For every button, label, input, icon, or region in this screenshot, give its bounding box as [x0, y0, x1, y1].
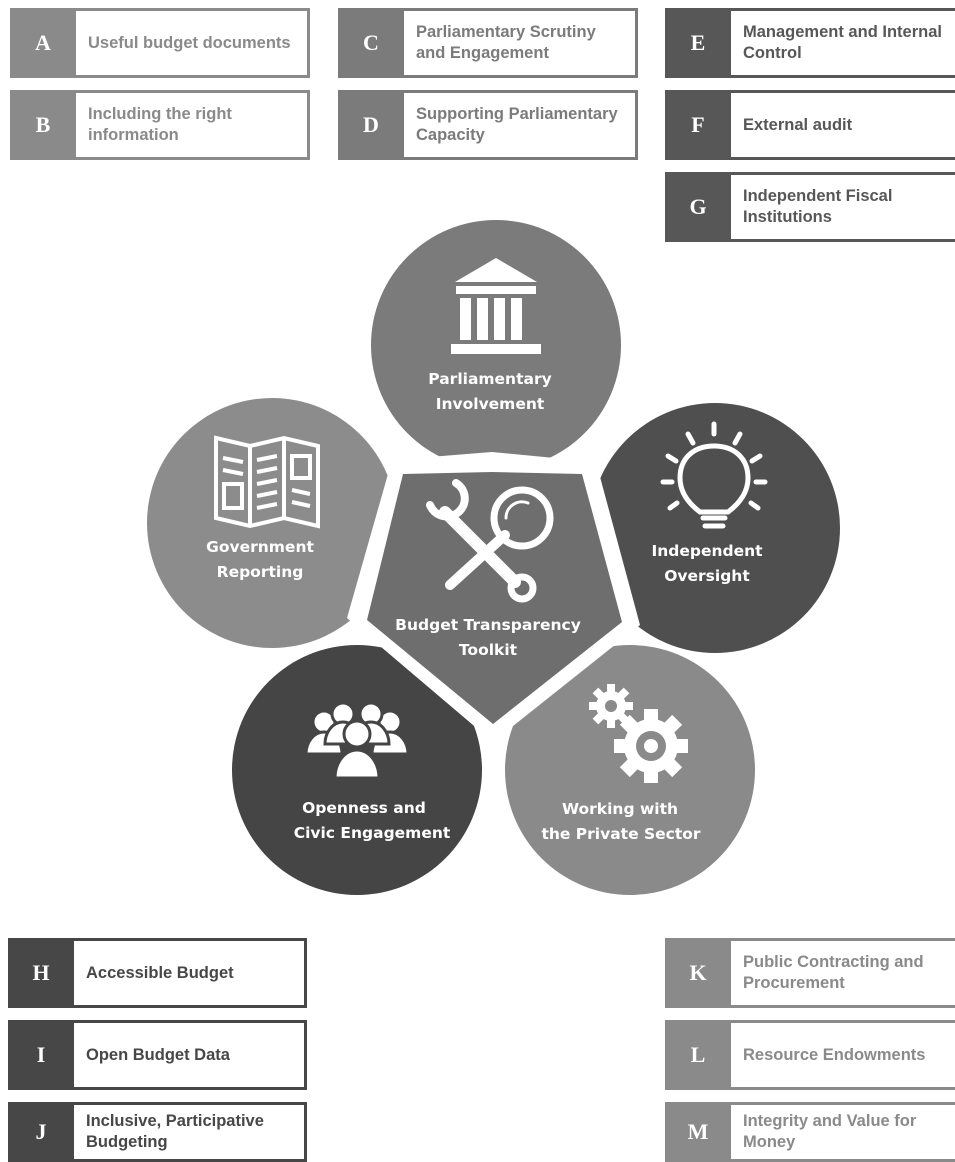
circle-top-line2: Involvement: [436, 395, 545, 413]
gears-icon: [589, 684, 688, 783]
box-d-label: Supporting Parliamentary Capacity: [416, 105, 618, 144]
box-a: A Useful budget documents: [10, 8, 310, 78]
box-g: G Independent Fiscal Institutions: [665, 172, 955, 242]
box-e-letter: E: [665, 8, 731, 78]
circle-br-line1: Working with: [562, 800, 678, 818]
center-line1: Budget Transparency: [395, 616, 581, 634]
box-j-letter: J: [8, 1102, 74, 1162]
parliament-building-icon: [451, 258, 541, 354]
circle-government-reporting: [147, 398, 397, 648]
box-c: C Parliamentary Scrutiny and Engagement: [338, 8, 638, 78]
box-k-letter: K: [665, 938, 731, 1008]
brochure-icon: [214, 435, 320, 529]
box-i-label: Open Budget Data: [86, 1045, 230, 1064]
center-line2: Toolkit: [459, 641, 518, 659]
box-b: B Including the right information: [10, 90, 310, 160]
circle-left-line2: Reporting: [217, 563, 304, 581]
center-pentagon: [367, 472, 622, 724]
circle-bl-line1: Openness and: [302, 799, 426, 817]
box-j: J Inclusive, Participative Budgeting: [8, 1102, 307, 1162]
box-g-label: Independent Fiscal Institutions: [743, 187, 893, 226]
box-h: H Accessible Budget: [8, 938, 307, 1008]
box-a-label: Useful budget documents: [88, 33, 291, 52]
circle-bl-line2: Civic Engagement: [294, 824, 451, 842]
box-m-label: Integrity and Value for Money: [743, 1112, 917, 1151]
circle-right-line1: Independent: [651, 542, 763, 560]
box-l: L Resource Endowments: [665, 1020, 955, 1090]
circle-left-line1: Government: [206, 538, 314, 556]
box-i-letter: I: [8, 1020, 74, 1090]
box-h-label: Accessible Budget: [86, 963, 234, 982]
box-f-label: External audit: [743, 115, 853, 134]
box-c-letter: C: [338, 8, 404, 78]
box-i: I Open Budget Data: [8, 1020, 307, 1090]
lightbulb-icon: [660, 421, 768, 529]
box-b-letter: B: [10, 90, 76, 160]
box-e: E Management and Internal Control: [665, 8, 955, 78]
box-k: K Public Contracting and Procurement: [665, 938, 955, 1008]
box-d-letter: D: [338, 90, 404, 160]
circle-top-line1: Parliamentary: [428, 370, 551, 388]
box-b-label: Including the right information: [88, 105, 232, 144]
box-a-letter: A: [10, 8, 76, 78]
box-h-letter: H: [8, 938, 74, 1008]
box-m: M Integrity and Value for Money: [665, 1102, 955, 1162]
circle-right-line2: Oversight: [664, 567, 750, 585]
box-j-label: Inclusive, Participative Budgeting: [86, 1112, 264, 1151]
box-l-letter: L: [665, 1020, 731, 1090]
box-e-label: Management and Internal Control: [743, 23, 942, 62]
box-k-label: Public Contracting and Procurement: [743, 953, 924, 992]
box-f: F External audit: [665, 90, 955, 160]
wrench-magnifier-icon: [426, 479, 554, 603]
box-g-letter: G: [665, 172, 731, 242]
box-f-letter: F: [665, 90, 731, 160]
box-c-label: Parliamentary Scrutiny and Engagement: [416, 23, 596, 62]
box-d: D Supporting Parliamentary Capacity: [338, 90, 638, 160]
circle-br-line2: the Private Sector: [541, 825, 700, 843]
people-group-icon: [304, 701, 410, 780]
box-l-label: Resource Endowments: [743, 1045, 926, 1064]
box-m-letter: M: [665, 1102, 731, 1162]
